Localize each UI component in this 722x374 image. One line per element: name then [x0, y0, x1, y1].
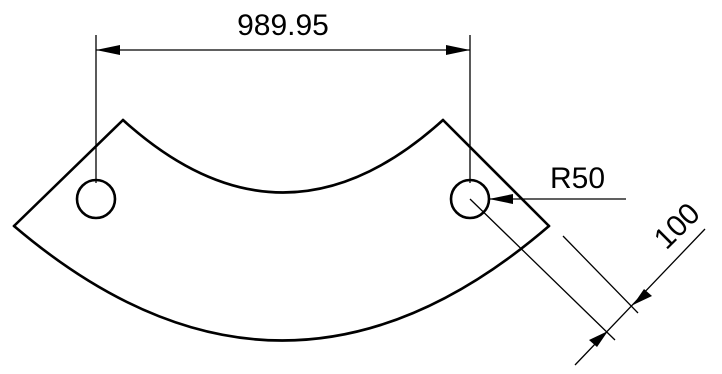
left-end-edge — [12, 118, 125, 228]
span-arrow-right — [446, 45, 470, 55]
width-arrow-lower — [589, 331, 608, 347]
span-dimension: 989.95 — [95, 9, 471, 183]
radius-label: R50 — [550, 162, 605, 195]
radius-callout: R50 — [489, 162, 626, 204]
width-extension-lower — [562, 235, 639, 314]
width-dimension-label: 100 — [648, 197, 707, 256]
width-arrow-upper — [633, 289, 652, 305]
radius-arrow — [489, 194, 513, 204]
width-extension-upper — [469, 198, 616, 341]
span-dimension-label: 989.95 — [237, 9, 329, 42]
right-end-edge — [441, 118, 551, 228]
left-hole — [75, 178, 117, 220]
outer-arc — [12, 224, 551, 342]
part-outline — [12, 118, 551, 342]
inner-arc — [121, 118, 445, 194]
width-dimension: 100 — [469, 197, 707, 366]
span-arrow-left — [96, 45, 120, 55]
